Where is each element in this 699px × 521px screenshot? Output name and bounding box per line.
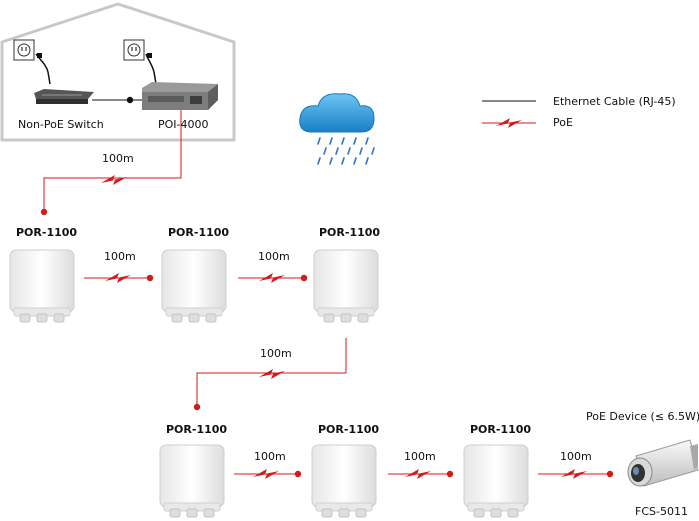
house-outline [0, 2, 236, 142]
power-plug-icon [35, 53, 157, 85]
outlet-icon [123, 39, 145, 61]
injector-label: POI-4000 [158, 118, 209, 131]
repeater-icon [313, 249, 379, 323]
repeater-label: POR-1100 [168, 226, 230, 239]
link-distance-label: 100m [104, 250, 136, 263]
poe-connector-dots [40, 208, 614, 478]
link-distance-label: 100m [404, 450, 436, 463]
legend-poe-label: PoE [553, 116, 573, 129]
repeater-label: POR-1100 [318, 423, 380, 436]
repeater-icon [9, 249, 75, 323]
link-distance-label: 100m [560, 450, 592, 463]
repeater-label: POR-1100 [319, 226, 381, 239]
poe-device-title: PoE Device (≤ 6.5W) [586, 410, 699, 423]
repeater-icon [311, 444, 377, 518]
non-poe-switch-icon [34, 89, 94, 104]
legend-ethernet-label: Ethernet Cable (RJ-45) [553, 95, 676, 108]
repeater-label: POR-1100 [16, 226, 78, 239]
ip-camera-icon [627, 439, 699, 487]
repeater-label: POR-1100 [470, 423, 532, 436]
link-distance-label: 100m [260, 347, 292, 360]
repeater-label: POR-1100 [166, 423, 228, 436]
repeater-icon [161, 249, 227, 323]
outlet-icon [13, 39, 35, 61]
poe-device-model: FCS-5011 [635, 505, 688, 518]
repeater-icon [159, 444, 225, 518]
poi-injector-icon [142, 82, 218, 110]
link-distance-label: 100m [258, 250, 290, 263]
non-poe-switch-label: Non-PoE Switch [18, 118, 104, 131]
link-distance-label: 100m [254, 450, 286, 463]
link-distance-label: 100m [102, 152, 134, 165]
repeater-icon [463, 444, 529, 518]
rain-cloud-icon [299, 93, 375, 165]
